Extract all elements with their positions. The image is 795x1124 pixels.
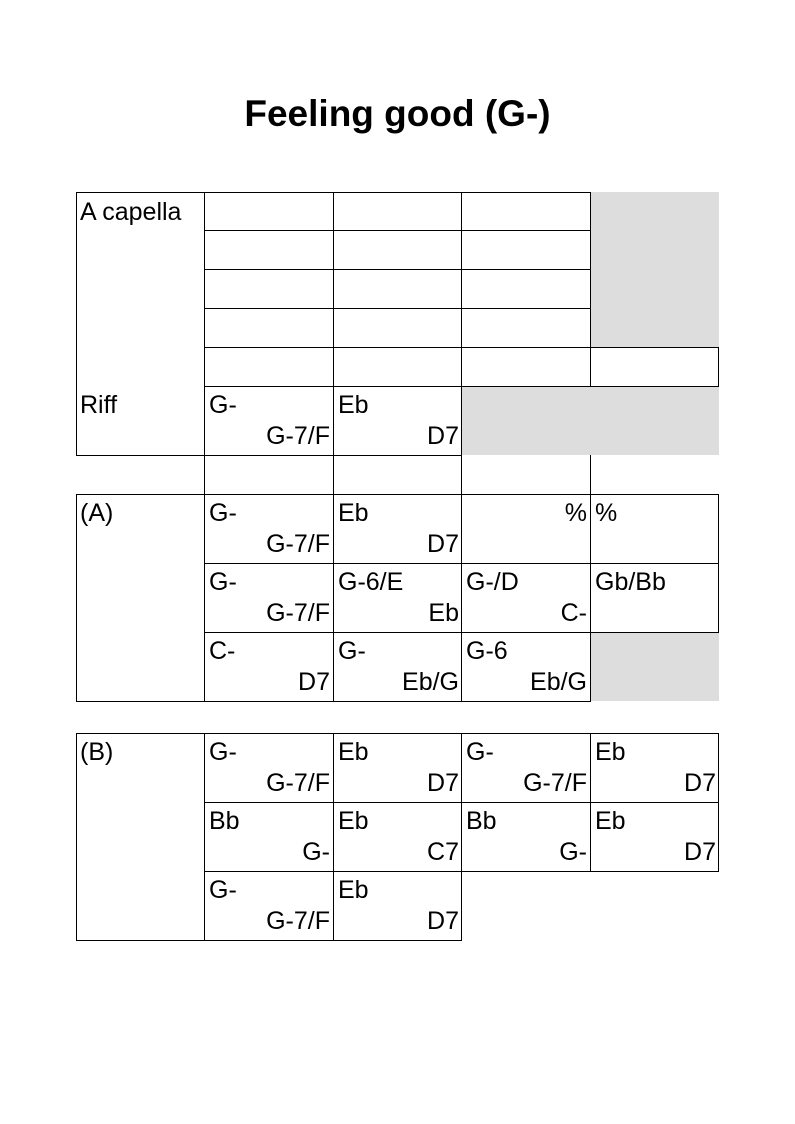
chord-bottom: D7 bbox=[427, 907, 459, 935]
chord-top: G-/D bbox=[466, 568, 519, 596]
chord-bottom: G- bbox=[302, 838, 330, 866]
chord-bottom: D7 bbox=[298, 668, 330, 696]
chord-top: Bb bbox=[466, 807, 497, 835]
chord-bottom: D7 bbox=[427, 422, 459, 450]
page-title: Feeling good (G-) bbox=[244, 93, 551, 134]
chord-bottom: G-7/F bbox=[266, 422, 330, 450]
chord-top: Eb bbox=[338, 876, 369, 904]
section-b-label: (B) bbox=[80, 738, 114, 766]
chord-top: G- bbox=[209, 391, 237, 419]
chord-top: G- bbox=[466, 738, 494, 766]
chord-bottom: G-7/F bbox=[266, 599, 330, 627]
chord-top: Bb bbox=[209, 807, 240, 835]
chord-bottom: G- bbox=[559, 838, 587, 866]
shaded-area-a-row3 bbox=[591, 632, 719, 701]
chord-bottom: Eb/G bbox=[530, 668, 587, 696]
chord-top: G- bbox=[209, 568, 237, 596]
chord-top: G- bbox=[338, 637, 366, 665]
shaded-area-intro-col4 bbox=[591, 192, 719, 347]
riff-label: Riff bbox=[80, 391, 118, 419]
chord-top: Eb bbox=[595, 738, 626, 766]
repeat-sign: % bbox=[564, 499, 587, 527]
chord-bottom: G-7/F bbox=[266, 530, 330, 558]
chord-top: G-6/E bbox=[338, 568, 404, 596]
chord-top: Eb bbox=[338, 391, 369, 419]
chord-bottom: D7 bbox=[684, 769, 716, 797]
chord-bottom: G-7/F bbox=[266, 769, 330, 797]
chord-top: Eb bbox=[595, 807, 626, 835]
chord-bottom: Eb/G bbox=[402, 668, 459, 696]
chord-top: G- bbox=[209, 499, 237, 527]
chord-bottom: D7 bbox=[427, 769, 459, 797]
chord-bottom: C7 bbox=[427, 838, 459, 866]
chord-bottom: D7 bbox=[684, 838, 716, 866]
chord-top: Gb/Bb bbox=[595, 568, 666, 596]
chord-top: G- bbox=[209, 738, 237, 766]
chord-bottom: G-7/F bbox=[523, 769, 587, 797]
chord-top: C- bbox=[209, 637, 236, 665]
chord-bottom: G-7/F bbox=[266, 907, 330, 935]
shaded-area-riff bbox=[462, 386, 719, 455]
chord-bottom: D7 bbox=[427, 530, 459, 558]
repeat-sign: % bbox=[595, 499, 618, 527]
chord-top: G- bbox=[209, 876, 237, 904]
chord-bottom: C- bbox=[560, 599, 587, 627]
chord-bottom: Eb bbox=[428, 599, 459, 627]
chord-top: Eb bbox=[338, 738, 369, 766]
chord-top: G-6 bbox=[466, 637, 508, 665]
section-a-label: (A) bbox=[80, 499, 114, 527]
a-capella-label: A capella bbox=[80, 198, 182, 226]
chord-top: Eb bbox=[338, 807, 369, 835]
chord-top: Eb bbox=[338, 499, 369, 527]
